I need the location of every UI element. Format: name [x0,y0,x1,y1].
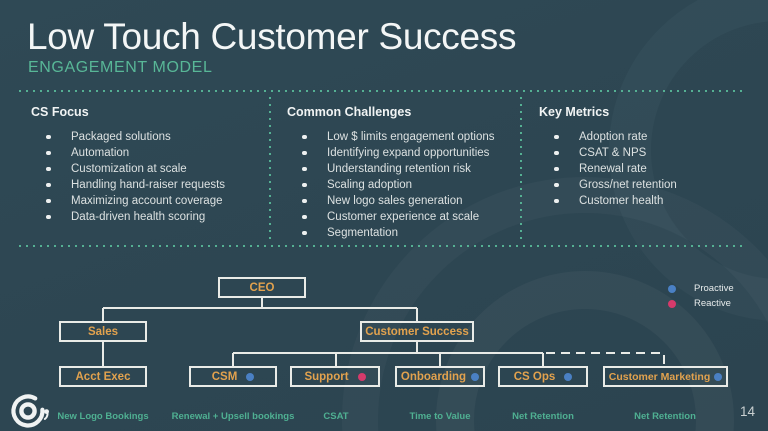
org-node-label: Sales [87,325,119,338]
org-node-label: Onboarding [400,370,467,383]
list-item: Customization at scale [31,161,261,177]
org-node-onboarding: Onboarding [395,366,485,387]
org-node-label: Customer Marketing [608,370,711,383]
org-node-ceo: CEO [218,277,306,298]
list-item: Packaged solutions [31,129,261,145]
bullet-list: Low $ limits engagement options Identify… [287,129,513,241]
dotted-divider-col1 [269,97,271,244]
list-item: Customer health [539,193,744,209]
list-item: Segmentation [287,225,513,241]
reactive-dot [357,372,366,381]
dotted-divider-top [19,90,746,92]
list-item: Renewal rate [539,161,744,177]
org-node-label: Acct Exec [75,370,131,383]
proactive-dot [714,372,723,381]
list-item: Gross/net retention [539,177,744,193]
list-item: New logo sales generation [287,193,513,209]
dotted-divider-bottom [19,245,746,247]
legend-label: Proactive [694,283,734,294]
legend-row-proactive: Proactive [668,281,734,296]
reactive-dot [668,299,676,308]
list-item: Identifying expand opportunities [287,145,513,161]
org-node-label: CSM [211,370,238,383]
proactive-dot [246,372,255,381]
org-node-csm: CSM [189,366,277,387]
metric-label-acct-exec: New Logo Bookings [57,410,149,422]
list-item: Automation [31,145,261,161]
column-common-challenges: Common Challenges Low $ limits engagemen… [287,105,513,241]
column-header: Common Challenges [287,105,412,119]
org-node-support: Support [290,366,380,387]
org-node-customer-marketing: Customer Marketing [603,366,728,387]
org-node-label: CS Ops [513,370,556,383]
org-node-cs-ops: CS Ops [498,366,588,387]
legend: Proactive Reactive [668,281,734,311]
list-item: CSAT & NPS [539,145,744,161]
list-item: Data-driven health scoring [31,209,261,225]
org-node-customer-success: Customer Success [360,321,474,342]
proactive-dot [564,372,573,381]
org-node-label: Customer Success [365,325,469,338]
list-item: Maximizing account coverage [31,193,261,209]
list-item: Scaling adoption [287,177,513,193]
proactive-dot [668,284,676,293]
legend-label: Reactive [694,298,731,309]
metric-label-customer-marketing: Net Retention [634,410,696,422]
metric-label-onboarding: Time to Value [409,410,471,422]
org-node-label: Support [304,370,349,383]
metric-label-cs-ops: Net Retention [512,410,574,422]
legend-row-reactive: Reactive [668,296,734,311]
column-header: CS Focus [31,105,89,119]
list-item: Handling hand-raiser requests [31,177,261,193]
bullet-list: Packaged solutions Automation Customizat… [31,129,261,225]
page-title: Low Touch Customer Success [27,16,517,57]
list-item: Customer experience at scale [287,209,513,225]
page-number: 14 [740,404,756,419]
org-node-label: CEO [249,281,275,294]
org-node-sales: Sales [59,321,147,342]
list-item: Understanding retention risk [287,161,513,177]
org-node-acct-exec: Acct Exec [59,366,147,387]
column-header: Key Metrics [539,105,610,119]
list-item: Adoption rate [539,129,744,145]
metric-label-csm: Renewal + Upsell bookings [171,410,295,422]
bullet-list: Adoption rate CSAT & NPS Renewal rate Gr… [539,129,744,209]
column-cs-focus: CS Focus Packaged solutions Automation C… [31,105,261,225]
list-item: Low $ limits engagement options [287,129,513,145]
dotted-divider-col2 [520,97,522,244]
page-subtitle: ENGAGEMENT MODEL [28,59,213,76]
metric-label-support: CSAT [323,410,349,422]
column-key-metrics: Key Metrics Adoption rate CSAT & NPS Ren… [539,105,744,209]
churnzero-logo-icon [11,394,49,428]
proactive-dot [471,372,480,381]
